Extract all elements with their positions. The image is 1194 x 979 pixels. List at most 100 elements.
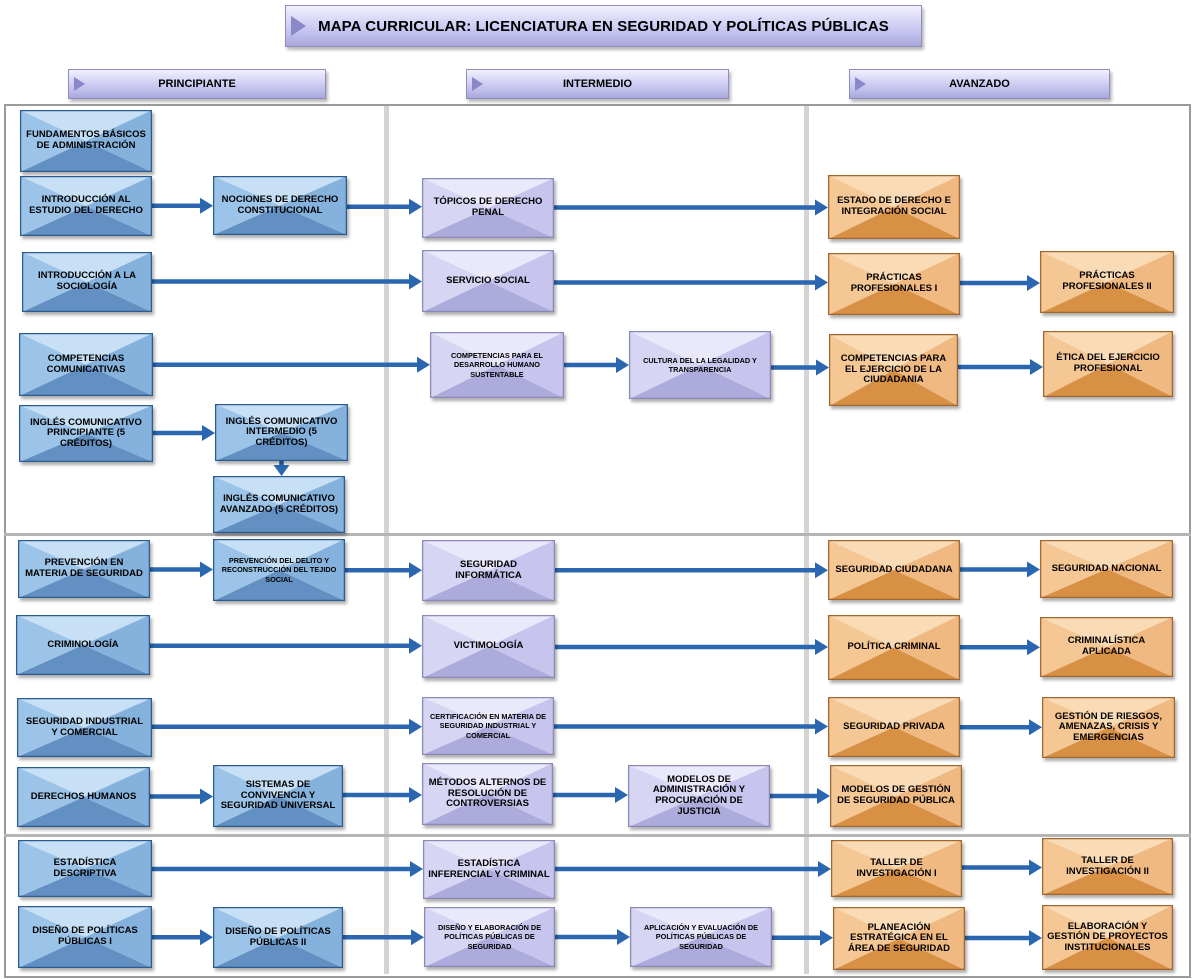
course-label: COMPETENCIAS PARA EL EJERCICIO DE LA CIU… [840, 353, 947, 386]
map-frame [4, 104, 1191, 978]
box-bevel [422, 697, 554, 755]
course-box-sistemas-convivencia: SISTEMAS DE CONVIVENCIA Y SEGURIDAD UNIV… [213, 765, 343, 827]
box-bevel [828, 253, 960, 315]
course-box-fundamentos-admin: FUNDAMENTOS BÁSICOS DE ADMINISTRACIÓN [20, 110, 152, 172]
course-label: SEGURIDAD INFORMÁTICA [455, 558, 522, 581]
course-box-seguridad-privada: SEGURIDAD PRIVADA [828, 697, 960, 757]
course-box-competencias-desarrollo: COMPETENCIAS PARA EL DESARROLLO HUMANO S… [430, 332, 564, 398]
course-label: TÓPICOS DE DERECHO PENAL [433, 196, 543, 218]
course-label: CULTURA DEL LA LEGALIDAD Y TRANSPARENCIA [643, 355, 757, 374]
course-box-seguridad-industrial: SEGURIDAD INDUSTRIAL Y COMERCIAL [17, 698, 152, 757]
box-bevel [422, 763, 553, 825]
course-label: APLICACIÓN Y EVALUACIÓN DE POLÍTICAS PÚB… [644, 922, 758, 951]
course-label: SISTEMAS DE CONVIVENCIA Y SEGURIDAD UNIV… [220, 779, 336, 812]
box-bevel [1042, 905, 1173, 970]
box-bevel [828, 540, 960, 600]
box-bevel [213, 907, 343, 968]
course-label: ESTADÍSTICA INFERENCIAL Y CRIMINAL [428, 857, 550, 880]
course-box-nociones-constitucional: NOCIONES DE DERECHO CONSTITUCIONAL [213, 176, 347, 235]
course-box-aplicacion-evaluacion: APLICACIÓN Y EVALUACIÓN DE POLÍTICAS PÚB… [630, 907, 772, 967]
course-box-seguridad-informatica: SEGURIDAD INFORMÁTICA [422, 540, 555, 601]
course-box-derechos-humanos: DERECHOS HUMANOS [17, 767, 150, 827]
course-label: INGLÉS COMUNICATIVO INTERMEDIO (5 CRÉDIT… [225, 415, 338, 448]
box-bevel [17, 698, 152, 757]
course-label: TALLER DE INVESTIGACIÓN II [1066, 854, 1149, 877]
course-label: SEGURIDAD PRIVADA [843, 720, 945, 732]
course-box-seguridad-nacional: SEGURIDAD NACIONAL [1040, 540, 1173, 598]
course-box-ingles-avanzado: INGLÉS COMUNICATIVO AVANZADO (5 CRÉDITOS… [213, 476, 345, 533]
course-box-seguridad-ciudadana: SEGURIDAD CIUDADANA [828, 540, 960, 600]
course-label: COMPETENCIAS COMUNICATIVAS [46, 352, 126, 375]
course-label: COMPETENCIAS PARA EL DESARROLLO HUMANO S… [450, 350, 544, 379]
course-box-competencias-ciudadania: COMPETENCIAS PARA EL EJERCICIO DE LA CIU… [829, 334, 958, 406]
course-label: DISEÑO Y ELABORACIÓN DE POLÍTICAS PÚBLIC… [437, 922, 542, 951]
box-bevel [213, 539, 345, 601]
course-box-politica-criminal: POLÍTICA CRIMINAL [828, 615, 960, 680]
course-label: PRÁCTICAS PROFESIONALES II [1062, 270, 1152, 292]
box-bevel [22, 252, 152, 312]
title-banner: MAPA CURRICULAR: LICENCIATURA EN SEGURID… [285, 5, 922, 47]
course-box-victimologia: VICTIMOLOGÍA [422, 615, 555, 678]
box-bevel [424, 907, 555, 967]
course-box-taller-investigacion-1: TALLER DE INVESTIGACIÓN I [831, 840, 962, 897]
banner-arrow-icon [855, 77, 866, 91]
section-divider-2 [4, 834, 1191, 837]
course-box-prevencion-seguridad: PREVENCIÓN EN MATERIA DE SEGURIDAD [18, 540, 150, 598]
course-box-criminalistica-aplicada: CRIMINALÍSTICA APLICADA [1040, 617, 1173, 677]
course-label: PREVENCIÓN DEL DELITO Y RECONSTRUCCIÓN D… [221, 555, 337, 584]
course-box-taller-investigacion-2: TALLER DE INVESTIGACIÓN II [1042, 838, 1173, 895]
course-box-diseno-pp2: DISEÑO DE POLÍTICAS PÚBLICAS II [213, 907, 343, 968]
box-bevel [1042, 697, 1175, 758]
box-bevel [213, 176, 347, 235]
course-label: PRÁCTICAS PROFESIONALES I [850, 272, 938, 294]
box-bevel [422, 250, 554, 312]
course-label: FUNDAMENTOS BÁSICOS DE ADMINISTRACIÓN [26, 129, 146, 151]
course-label: CERTIFICACIÓN EN MATERIA DE SEGURIDAD IN… [430, 711, 546, 740]
box-bevel [19, 333, 153, 396]
box-bevel [629, 331, 771, 399]
course-box-certificacion-seguridad: CERTIFICACIÓN EN MATERIA DE SEGURIDAD IN… [422, 697, 554, 755]
course-label: SERVICIO SOCIAL [446, 274, 530, 286]
level-label: INTERMEDIO [562, 78, 633, 90]
course-label: ELABORACIÓN Y GESTIÓN DE PROYECTOS INSTI… [1047, 920, 1168, 953]
course-box-prevencion-delito: PREVENCIÓN DEL DELITO Y RECONSTRUCCIÓN D… [213, 539, 345, 601]
box-bevel [422, 540, 555, 601]
course-box-topicos-penal: TÓPICOS DE DERECHO PENAL [422, 178, 554, 238]
course-box-estadistica-inferencial: ESTADÍSTICA INFERENCIAL Y CRIMINAL [423, 840, 555, 899]
box-bevel [19, 405, 153, 462]
course-box-modelos-gestion: MODELOS DE GESTIÓN DE SEGURIDAD PÚBLICA [830, 765, 962, 827]
box-bevel [18, 540, 150, 598]
box-bevel [1042, 838, 1173, 895]
course-label: GESTIÓN DE RIESGOS, AMENAZAS, CRISIS Y E… [1054, 710, 1163, 743]
box-bevel [16, 615, 150, 675]
box-bevel [422, 615, 555, 678]
course-box-practicas-2: PRÁCTICAS PROFESIONALES II [1040, 251, 1174, 313]
course-box-diseno-pp1: DISEÑO DE POLÍTICAS PÚBLICAS I [18, 906, 152, 968]
course-box-servicio-social: SERVICIO SOCIAL [422, 250, 554, 312]
box-bevel [213, 765, 343, 827]
course-label: SEGURIDAD INDUSTRIAL Y COMERCIAL [25, 715, 144, 738]
course-label: INGLÉS COMUNICATIVO PRINCIPIANTE (5 CRÉD… [30, 416, 142, 449]
banner-arrow-icon [291, 16, 306, 36]
box-bevel [1043, 331, 1173, 397]
page-title: MAPA CURRICULAR: LICENCIATURA EN SEGURID… [318, 17, 889, 35]
course-box-gestion-riesgos: GESTIÓN DE RIESGOS, AMENAZAS, CRISIS Y E… [1042, 697, 1175, 758]
box-bevel [828, 615, 960, 680]
section-divider-1 [4, 533, 1191, 536]
level-label: PRINCIPIANTE [158, 78, 236, 90]
box-bevel [831, 840, 962, 897]
box-bevel [213, 476, 345, 533]
course-label: CRIMINALÍSTICA APLICADA [1067, 635, 1146, 657]
course-label: VICTIMOLOGÍA [453, 640, 524, 652]
box-bevel [1040, 251, 1174, 313]
box-bevel [18, 906, 152, 968]
course-label: DISEÑO DE POLÍTICAS PÚBLICAS I [32, 925, 138, 947]
course-label: DERECHOS HUMANOS [30, 790, 137, 802]
course-label: INTRODUCCIÓN AL ESTUDIO DEL DERECHO [29, 194, 143, 216]
course-box-competencias-comunicativas: COMPETENCIAS COMUNICATIVAS [19, 333, 153, 396]
course-label: DISEÑO DE POLÍTICAS PÚBLICAS II [225, 925, 331, 948]
box-bevel [1040, 540, 1173, 598]
level-banner-principiante: PRINCIPIANTE [68, 69, 326, 99]
